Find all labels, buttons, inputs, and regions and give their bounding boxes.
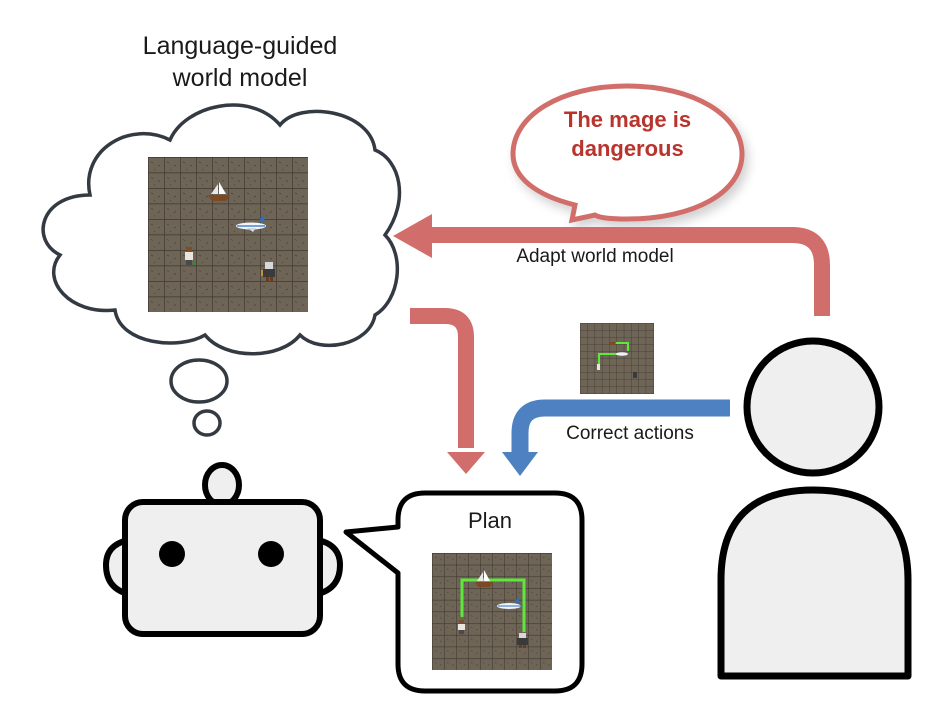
world-model-title: Language-guided world model — [90, 30, 390, 94]
plan-label: Plan — [467, 508, 513, 533]
plan-path — [460, 578, 526, 632]
boat-sprite — [475, 570, 493, 587]
correct-actions-label: Correct actions — [566, 423, 694, 444]
adventurer-sprite — [458, 620, 465, 634]
airplane-sprite — [497, 597, 521, 609]
airplane-sprite — [236, 215, 266, 232]
correction-grid — [580, 323, 654, 394]
boat-sprite — [208, 182, 230, 201]
feedback-speech-bubble — [510, 83, 745, 224]
adapt-world-model-label: Adapt world model — [516, 246, 674, 267]
arrowhead — [393, 214, 432, 258]
title-line-1: Language-guided — [142, 32, 338, 60]
thought-bubble-large — [169, 358, 229, 404]
mage-sprite — [261, 262, 275, 281]
feedback-line-2: dangerous — [571, 136, 684, 161]
robot-figure — [102, 462, 344, 637]
arrowhead — [447, 452, 485, 474]
robot-eye-right — [258, 541, 284, 567]
mage-sprite — [517, 633, 528, 648]
robot-head — [122, 499, 323, 637]
plan-grid — [432, 553, 552, 670]
robot-ear-right — [317, 537, 344, 597]
world-model-to-plan-arrow — [410, 308, 485, 474]
feedback-line-1: The mage is — [563, 107, 692, 132]
world-model-grid — [148, 157, 308, 312]
robot-eye-left — [159, 541, 185, 567]
feedback-text: The mage is dangerous — [525, 105, 730, 163]
human-figure — [717, 337, 912, 680]
human-head — [743, 337, 883, 477]
thought-bubble-small — [192, 409, 222, 437]
arrowhead — [502, 452, 538, 476]
adapt-world-model-arrow — [393, 214, 830, 316]
adventurer-sprite — [185, 247, 196, 265]
title-line-2: world model — [172, 64, 308, 92]
correct-actions-arrow — [502, 399, 730, 476]
human-body — [717, 486, 912, 680]
